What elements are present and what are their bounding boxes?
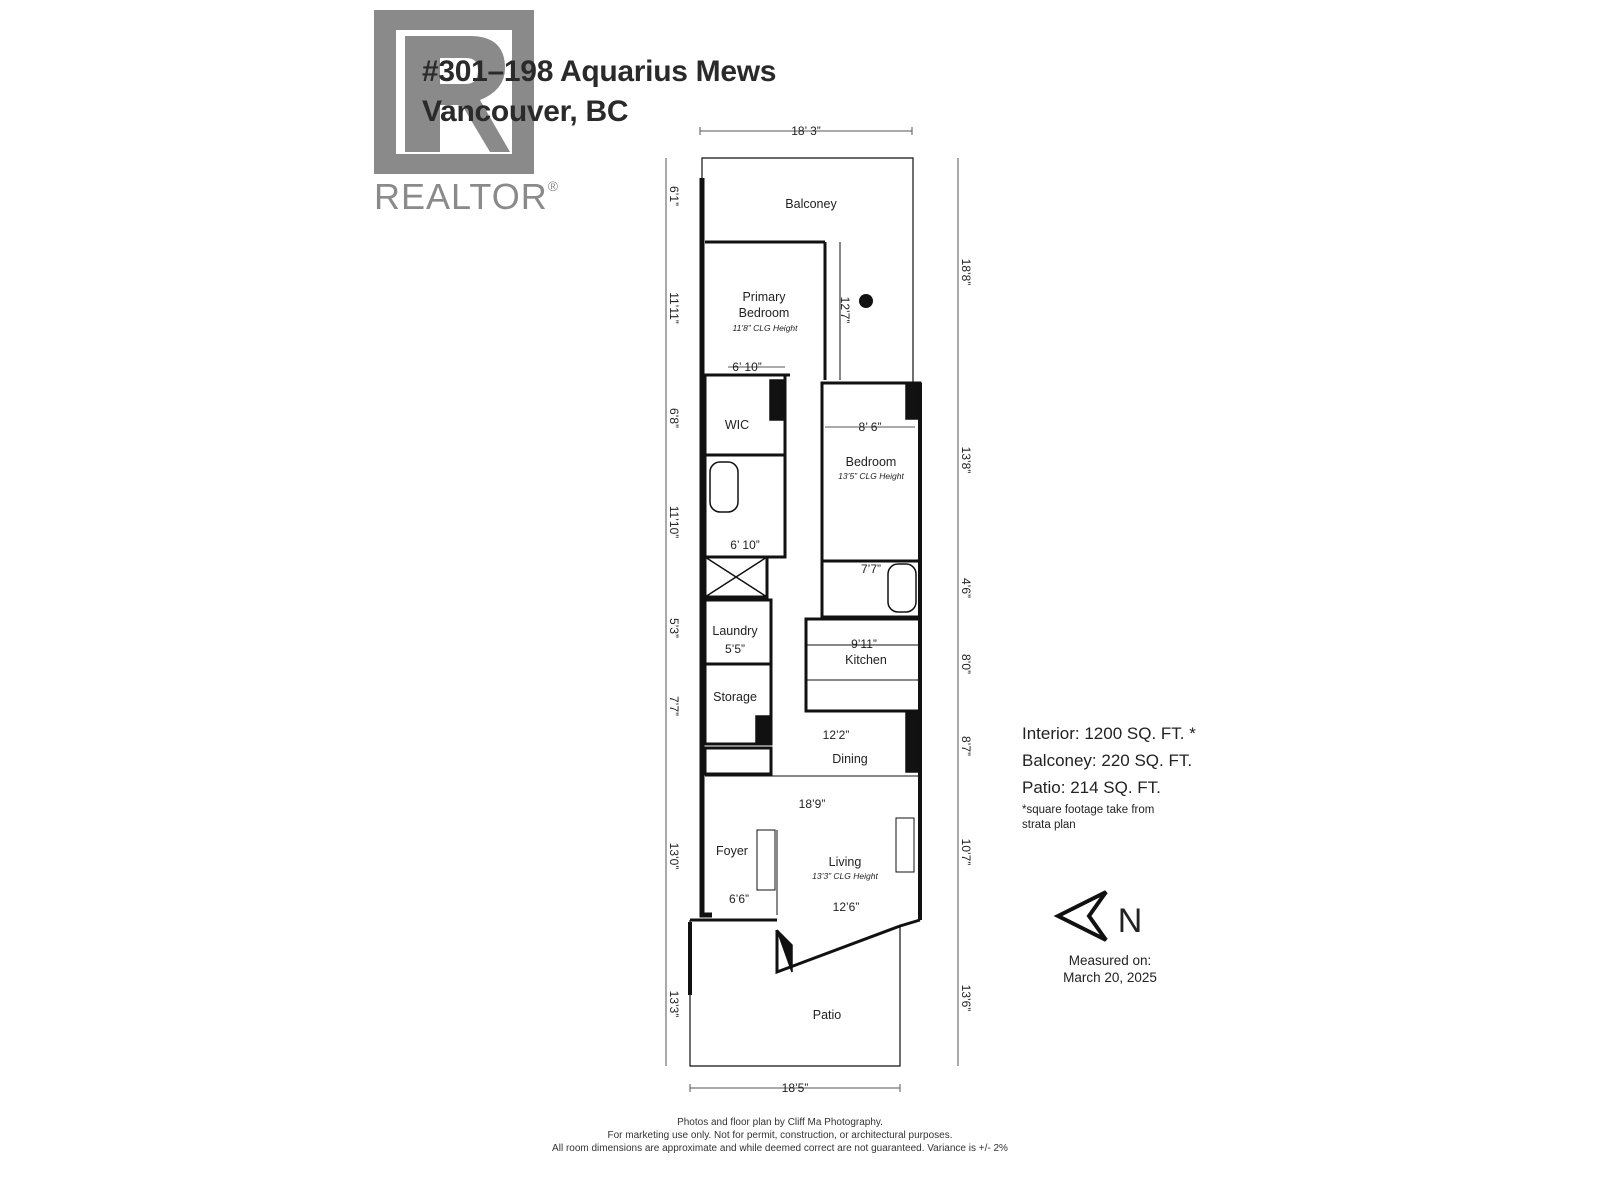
room-living: Living	[829, 855, 862, 869]
measured-label: Measured on:	[1068, 953, 1152, 968]
dim-dining-width: 12’2”	[823, 728, 850, 742]
room-primary-bedroom-l1: Primary	[742, 290, 786, 304]
balcony-area: Balconey: 220 SQ. FT.	[1022, 751, 1193, 770]
dim-right-6: 10’7”	[959, 839, 973, 866]
bedroom-ceiling: 13’5” CLG Height	[838, 471, 904, 481]
dim-left-8: 13’3”	[667, 991, 681, 1018]
dim-living-width-bottom: 12’6”	[833, 900, 860, 914]
measured-value: March 20, 2025	[1063, 970, 1157, 985]
compass-label: N	[1118, 902, 1143, 940]
dim-left-6: 7’7”	[667, 696, 681, 716]
room-balcony: Balconey	[785, 197, 837, 211]
listing-address: #301–198 Aquarius Mews Vancouver, BC	[422, 52, 776, 132]
dim-bottom-width: 18’5”	[782, 1081, 809, 1095]
area-summary: Interior: 1200 SQ. FT. * Balconey: 220 S…	[1022, 720, 1196, 833]
dim-left-7: 13’0”	[667, 843, 681, 870]
measured-date: Measured on: March 20, 2025	[1050, 952, 1170, 986]
room-storage: Storage	[713, 690, 757, 704]
dim-primary-bed-depth: 12’7”	[838, 297, 852, 324]
dim-foyer-width: 6’6”	[729, 892, 749, 906]
interior-area: Interior: 1200 SQ. FT. *	[1022, 724, 1196, 743]
dim-bath-width: 6’ 10”	[730, 538, 760, 552]
area-note: *square footage take from strata plan	[1022, 804, 1155, 831]
room-primary-bedroom-l2: Bedroom	[739, 306, 790, 320]
room-laundry: Laundry	[712, 624, 758, 638]
room-patio: Patio	[813, 1008, 842, 1022]
disclaimer: Photos and floor plan by Cliff Ma Photog…	[480, 1116, 1080, 1155]
dim-left-5: 5’3”	[667, 618, 681, 638]
dim-top-width: 18’ 3”	[791, 124, 821, 138]
patio-area: Patio: 214 SQ. FT.	[1022, 778, 1161, 797]
primary-bedroom-ceiling: 11’8” CLG Height	[732, 323, 798, 333]
dim-left-1: 6’1”	[667, 186, 681, 206]
north-arrow-icon: N	[1053, 890, 1143, 942]
dim-right-1: 18’8”	[959, 259, 973, 286]
room-kitchen: Kitchen	[845, 653, 887, 667]
address-line-2: Vancouver, BC	[422, 95, 629, 128]
dim-right-4: 8’0”	[959, 654, 973, 674]
dim-right-3: 4’6”	[959, 578, 973, 598]
dim-bedroom-width: 8’ 6”	[859, 420, 882, 434]
room-foyer: Foyer	[716, 844, 748, 858]
disclaimer-line-1: Photos and floor plan by Cliff Ma Photog…	[677, 1117, 883, 1128]
dim-laundry-width: 5’5”	[725, 642, 745, 656]
dim-ensuite-width: 7’7”	[861, 562, 881, 576]
dim-kitchen-width: 9’11”	[851, 637, 877, 651]
dim-living-width-top: 18’9”	[799, 797, 826, 811]
room-bedroom: Bedroom	[846, 455, 897, 469]
column-marker-icon	[859, 294, 873, 308]
disclaimer-line-3: All room dimensions are approximate and …	[552, 1143, 1008, 1154]
address-line-1: #301–198 Aquarius Mews	[422, 55, 777, 88]
realtor-logo	[374, 10, 534, 174]
living-ceiling: 13’3” CLG Height	[812, 871, 878, 881]
realtor-wordmark: REALTOR®	[374, 176, 560, 217]
room-dining: Dining	[832, 752, 867, 766]
realtor-r-logo	[374, 10, 534, 174]
dim-right-7: 13’6”	[959, 985, 973, 1012]
dim-left-2: 11’11”	[667, 292, 681, 324]
dim-right-2: 13’8”	[959, 447, 973, 474]
room-wic: WIC	[725, 418, 749, 432]
disclaimer-line-2: For marketing use only. Not for permit, …	[607, 1130, 953, 1141]
dim-left-3: 6’8”	[667, 408, 681, 428]
dim-left-4: 11’10”	[667, 506, 681, 538]
dim-primary-bed-width: 6’ 10”	[732, 360, 762, 374]
dim-right-5: 8’7”	[959, 736, 973, 756]
